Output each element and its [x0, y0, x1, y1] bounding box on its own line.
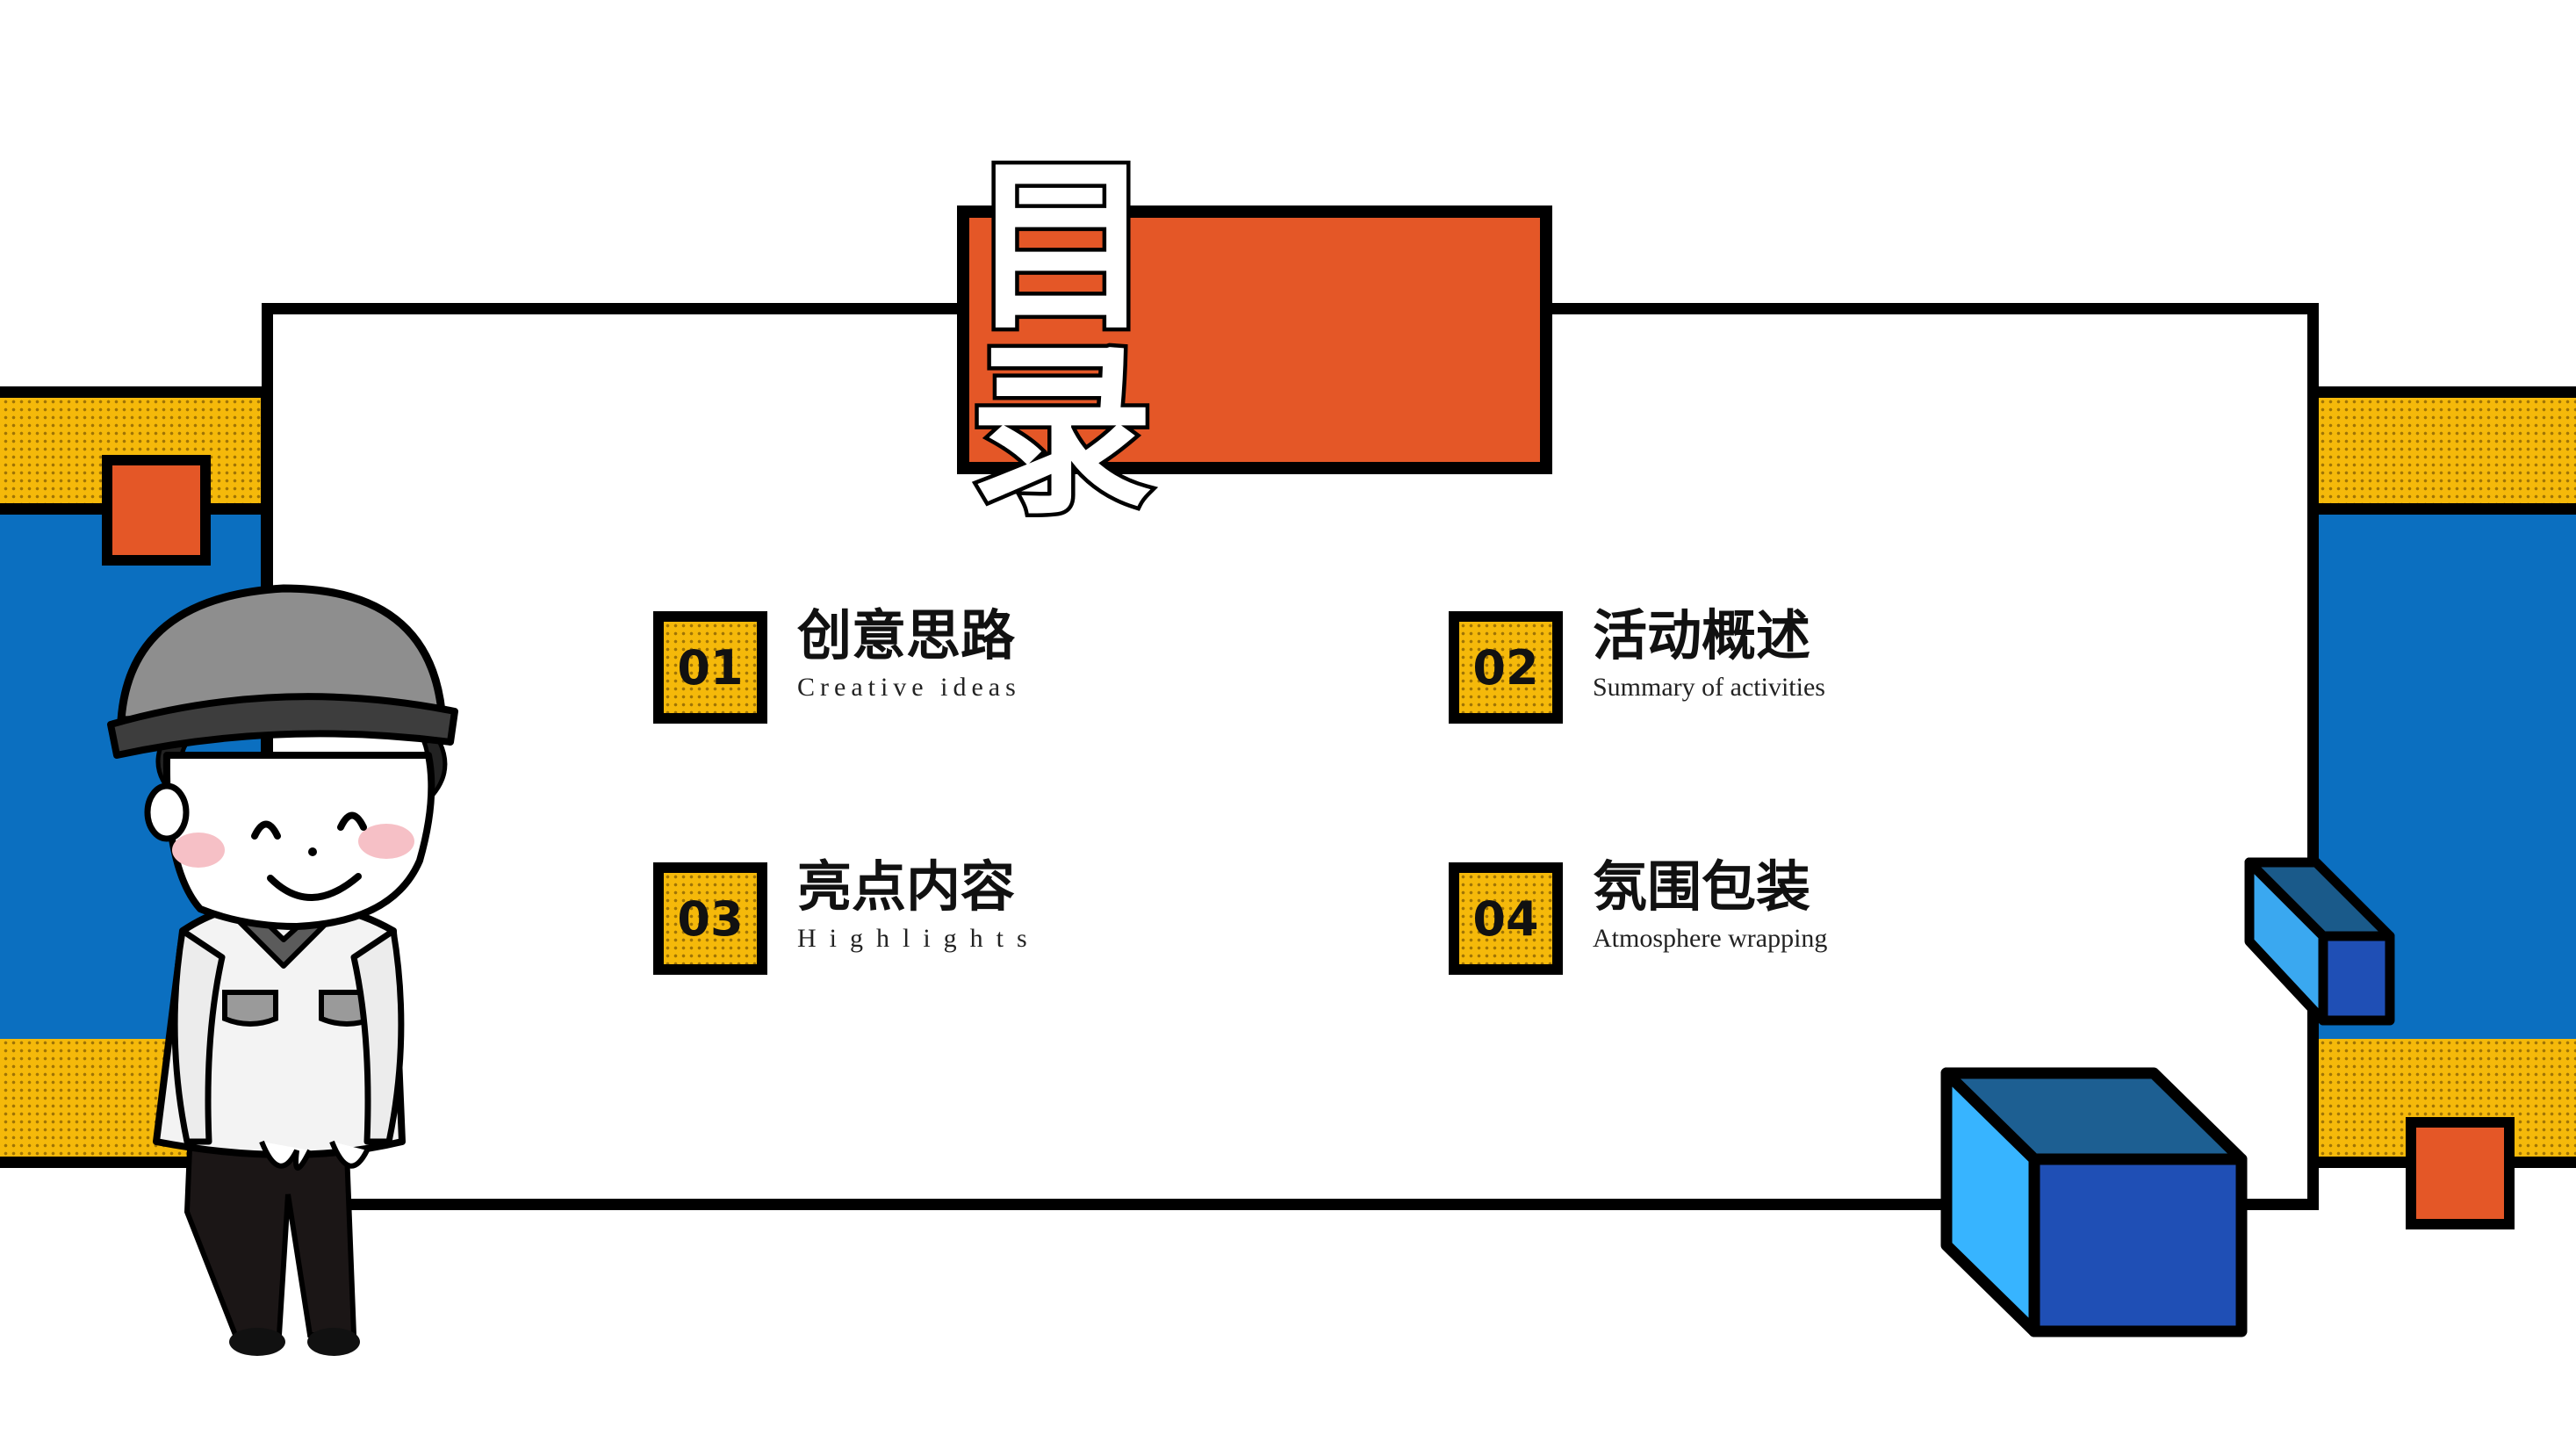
title-banner: 目 录 [957, 151, 1552, 528]
menu-title-cn: 活动概述 [1593, 603, 1811, 667]
large-blue-cube-icon [1940, 1067, 2248, 1337]
right-side-panel [2307, 386, 2576, 1168]
menu-item-3[interactable]: 03 亮点内容 Highlights [653, 856, 1040, 975]
menu-number-badge: 01 [653, 611, 767, 724]
right-dotted-strip-top [2319, 398, 2576, 503]
menu-item-4[interactable]: 04 氛围包装 Atmosphere wrapping [1449, 856, 1828, 975]
menu-subtitle-en: Highlights [797, 924, 1040, 954]
menu-number-badge: 02 [1449, 611, 1563, 724]
menu-subtitle-en: Creative ideas [797, 673, 1021, 703]
left-orange-square [102, 455, 211, 566]
menu-title-cn: 亮点内容 [797, 854, 1016, 919]
cartoon-worker-illustration [107, 584, 458, 1356]
menu-number-badge: 03 [653, 862, 767, 975]
menu-subtitle-en: Summary of activities [1593, 673, 1825, 703]
menu-subtitle-en: Atmosphere wrapping [1593, 924, 1828, 954]
page-title: 目 录 [966, 140, 1286, 539]
right-orange-square [2406, 1117, 2515, 1229]
menu-number-badge: 04 [1449, 862, 1563, 975]
right-dotted-strip-bottom [2319, 1039, 2576, 1157]
menu-item-1[interactable]: 01 创意思路 Creative ideas [653, 605, 1021, 724]
menu-item-2[interactable]: 02 活动概述 Summary of activities [1449, 605, 1825, 724]
small-blue-block-icon [2244, 857, 2395, 1026]
menu-title-cn: 创意思路 [797, 603, 1016, 667]
menu-title-cn: 氛围包装 [1593, 854, 1811, 919]
